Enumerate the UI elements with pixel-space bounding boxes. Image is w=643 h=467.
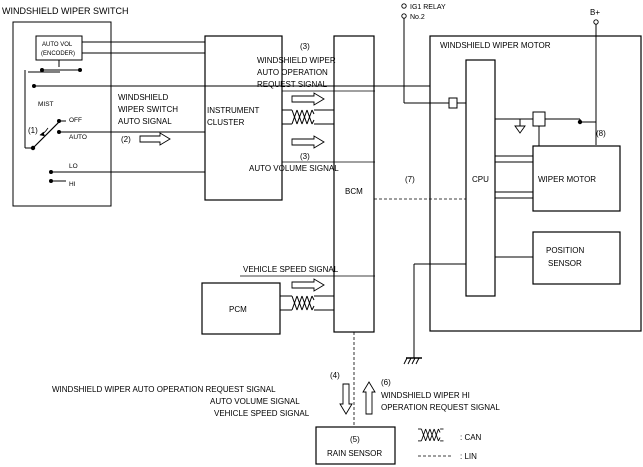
ground-symbol <box>403 357 422 365</box>
bcm-label: BCM <box>345 187 363 196</box>
arrow-auto-request <box>291 92 325 106</box>
lin-signal-1: WINDSHIELD WIPER AUTO OPERATION REQUEST … <box>52 385 276 394</box>
pos-mist: MIST <box>38 101 54 108</box>
marker-8: (8) <box>596 129 606 138</box>
vehicle-speed-signal: VEHICLE SPEED SIGNAL <box>243 265 339 274</box>
relay-box <box>532 111 546 127</box>
ig1-relay-terminal <box>401 3 407 9</box>
can-bus-pcm-bcm <box>287 295 319 311</box>
legend-can-symbol <box>417 428 444 442</box>
rain-sensor-box <box>315 426 396 465</box>
rain-sensor-label: RAIN SENSOR <box>327 449 382 458</box>
marker-5: (5) <box>350 435 360 444</box>
auto-volume-signal: AUTO VOLUME SIGNAL <box>249 164 339 173</box>
marker-2: (2) <box>121 135 131 144</box>
ground-symbol-cpu <box>514 125 526 134</box>
switch-auto-signal-3: AUTO SIGNAL <box>118 117 172 126</box>
pos-off: OFF <box>69 117 82 124</box>
wiper-motor-label: WIPER MOTOR <box>538 175 596 184</box>
pos-auto: AUTO <box>69 134 87 141</box>
legend-can: : CAN <box>460 433 482 442</box>
encoder-label-1: AUTO VOL <box>42 42 73 48</box>
arrow-up-signal <box>362 381 376 415</box>
marker-3a: (3) <box>300 42 310 51</box>
fuse-1 <box>448 97 458 109</box>
lin-signal-2: AUTO VOLUME SIGNAL <box>210 397 300 406</box>
pos-hi: HI <box>69 181 76 188</box>
switch-auto-signal-1: WINDSHIELD <box>118 93 168 102</box>
can-bus-cluster-bcm <box>287 109 319 125</box>
auto-request-signal-2: AUTO OPERATION <box>257 68 328 77</box>
cpu-label: CPU <box>472 175 489 184</box>
motor-unit-title: WINDSHIELD WIPER MOTOR <box>440 41 551 50</box>
marker-3b: (3) <box>300 152 310 161</box>
switch-auto-signal-2: WIPER SWITCH <box>118 105 178 114</box>
motor-unit-frame <box>429 35 642 332</box>
pos-lo: LO <box>69 163 78 170</box>
arrow-auto-volume <box>291 135 325 149</box>
instrument-cluster-label-1: INSTRUMENT <box>207 106 260 115</box>
switch-lever <box>32 120 61 149</box>
position-sensor-box <box>532 231 621 285</box>
lin-signal-3: VEHICLE SPEED SIGNAL <box>214 409 310 418</box>
instrument-cluster-box <box>204 35 283 201</box>
position-sensor-label-2: SENSOR <box>548 259 582 268</box>
marker-6: (6) <box>381 378 391 387</box>
cpu-box <box>465 59 496 297</box>
arrow-auto-signal <box>139 132 171 146</box>
relay-label-1: IG1 RELAY <box>410 4 446 11</box>
hi-request-signal-1: WINDSHIELD WIPER HI <box>381 391 470 400</box>
marker-7: (7) <box>405 175 415 184</box>
relay-label-2: No.2 <box>410 14 425 21</box>
marker-1: (1) <box>28 126 38 135</box>
instrument-cluster-label-2: CLUSTER <box>207 118 245 127</box>
auto-request-signal-1: WINDSHIELD WIPER <box>257 56 336 65</box>
legend-lin: : LIN <box>460 452 477 461</box>
marker-4: (4) <box>330 371 340 380</box>
auto-request-signal-3: REQUEST SIGNAL <box>257 80 328 89</box>
battery-label: B+ <box>590 8 600 17</box>
arrow-down-signals <box>339 383 353 415</box>
encoder-label-2: (ENCODER) <box>41 51 75 57</box>
pcm-label: PCM <box>229 305 247 314</box>
wiper-motor-box <box>532 145 621 212</box>
pcm-box <box>201 282 281 335</box>
switch-frame <box>12 21 112 207</box>
no2-terminal <box>401 13 407 19</box>
battery-terminal <box>593 19 599 25</box>
bcm-box <box>333 35 375 333</box>
position-sensor-label-1: POSITION <box>546 246 584 255</box>
switch-title: WINDSHIELD WIPER SWITCH <box>2 6 129 16</box>
hi-request-signal-2: OPERATION REQUEST SIGNAL <box>381 403 500 412</box>
arrow-vehicle-speed <box>291 278 325 292</box>
